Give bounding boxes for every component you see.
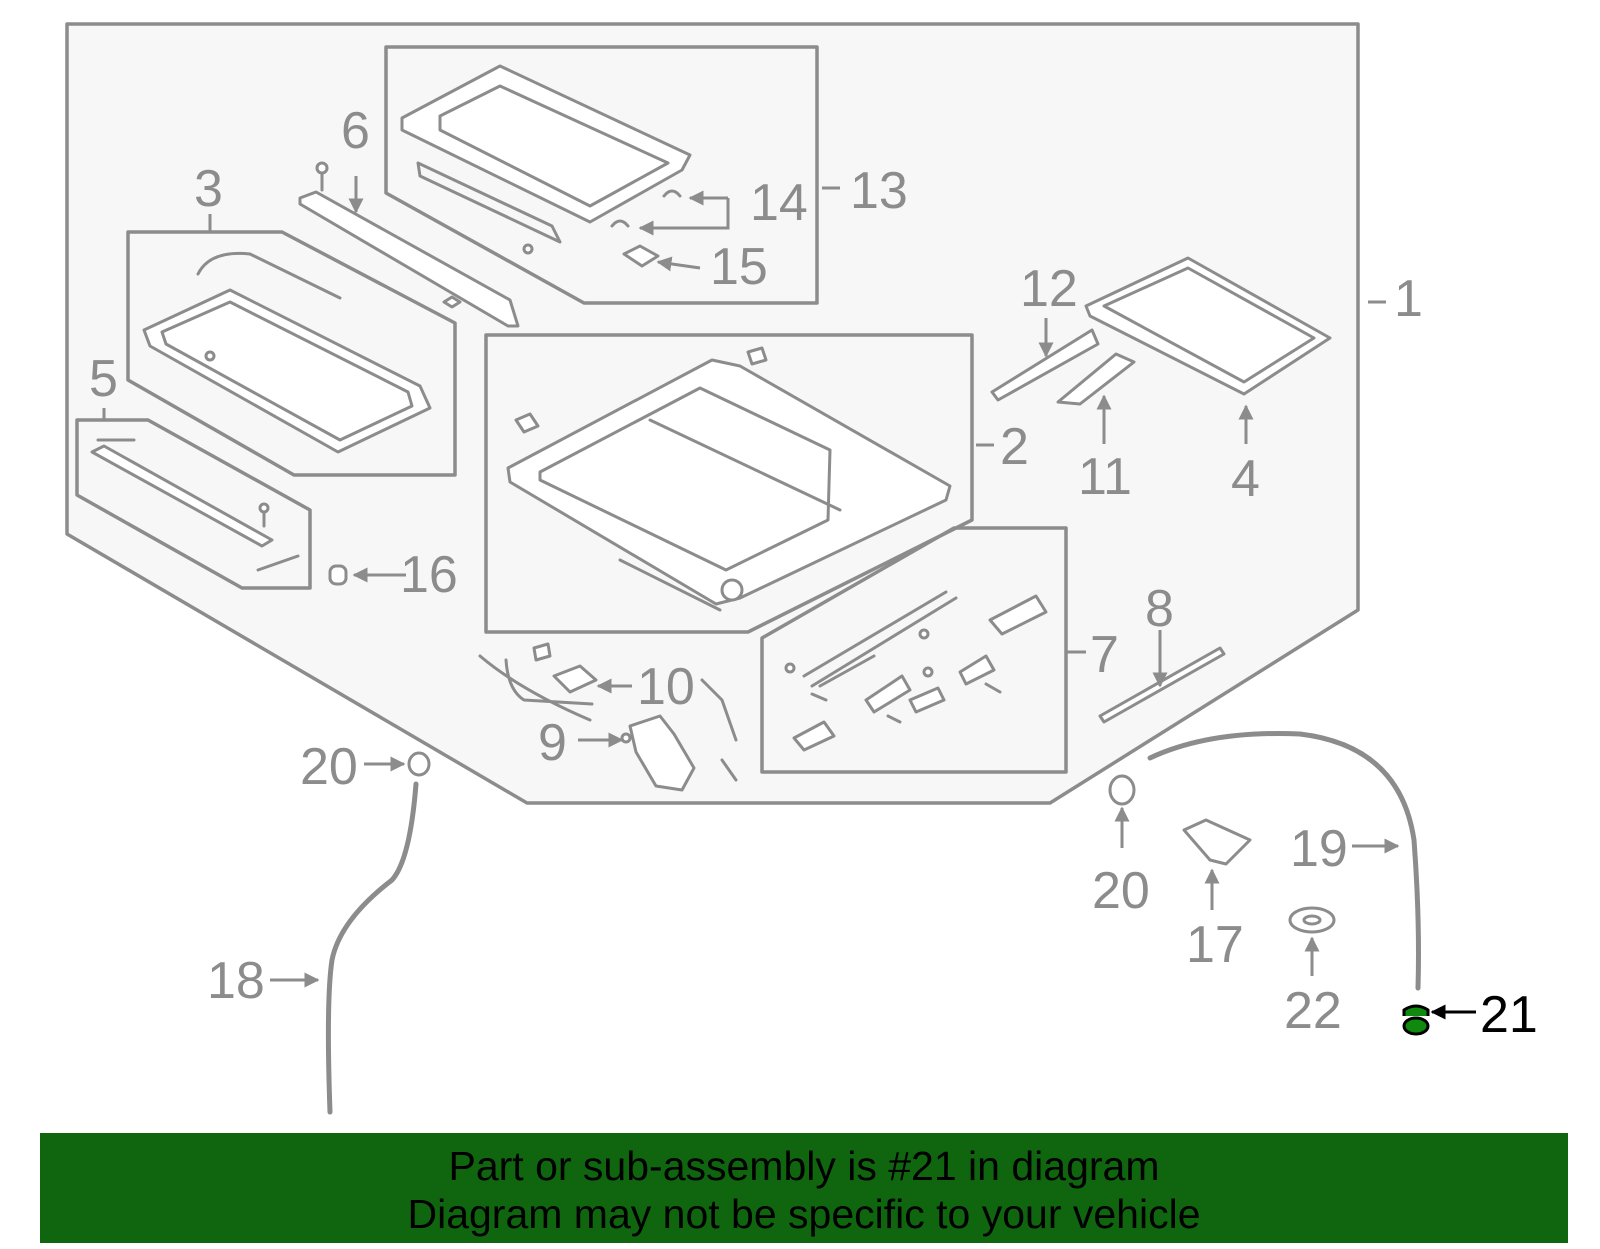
- callout-6: 6: [341, 102, 370, 160]
- callout-15: 15: [710, 238, 768, 296]
- callout-9: 9: [538, 714, 567, 772]
- subassembly-box-13: [384, 45, 819, 305]
- part-19-drain-hose: [1147, 731, 1421, 991]
- callout-16: 16: [400, 546, 458, 604]
- part-12-strip: [990, 328, 1100, 402]
- part-9-motor: [620, 678, 738, 792]
- part-16-bushing: [328, 564, 348, 586]
- callout-10: 10: [637, 658, 695, 716]
- callout-4: 4: [1231, 450, 1260, 508]
- part-3-glass: [142, 251, 432, 454]
- callout-14: 14: [750, 174, 808, 232]
- part-13-panel: [400, 64, 692, 255]
- subassembly-box-2: [484, 333, 974, 634]
- part-18-drain-hose: [325, 781, 419, 1115]
- part-21-highlighted: [1402, 1004, 1430, 1036]
- subassembly-box-7: [760, 526, 1068, 774]
- callout-5: 5: [89, 350, 118, 408]
- part-15-block: [622, 244, 660, 268]
- callout-12: 12: [1020, 260, 1078, 318]
- banner-line-disclaimer: Diagram may not be specific to your vehi…: [407, 1191, 1201, 1237]
- part-17-bracket: [1182, 818, 1252, 866]
- part-14-clips: [610, 189, 682, 228]
- callout-18: 18: [207, 952, 265, 1010]
- callout-8: 8: [1145, 580, 1174, 638]
- callout-22: 22: [1284, 982, 1342, 1040]
- part-7-mechanism: [784, 590, 1048, 752]
- callout-20-left: 20: [300, 738, 358, 796]
- callout-19: 19: [1290, 820, 1348, 878]
- banner-line-part: Part or sub-assembly is #21 in diagram: [448, 1143, 1160, 1189]
- subassembly-box-5: [75, 418, 312, 590]
- leader-lines: [102, 176, 1476, 1020]
- part-5-deflector: [90, 438, 300, 572]
- callout-13: 13: [850, 162, 908, 220]
- part-4-seal: [1084, 256, 1332, 396]
- info-banner: Part or sub-assembly is #21 in diagram D…: [40, 1133, 1568, 1243]
- callout-1: 1: [1394, 270, 1423, 328]
- part-20-drain-cup-left: [407, 751, 431, 777]
- callout-17: 17: [1186, 916, 1244, 974]
- part-6-rail: [298, 161, 520, 328]
- part-11-strip: [1056, 352, 1136, 406]
- callout-21: 21: [1480, 986, 1538, 1044]
- callout-7: 7: [1090, 626, 1119, 684]
- part-10-harness: [478, 642, 598, 722]
- part-2-frame: [506, 346, 952, 612]
- subassembly-box-3: [126, 230, 457, 477]
- part-20-drain-cup-right: [1108, 774, 1136, 806]
- callout-11: 11: [1078, 448, 1132, 506]
- callout-2: 2: [1000, 418, 1029, 476]
- part-22-grommet: [1288, 906, 1336, 934]
- callout-20-right: 20: [1092, 862, 1150, 920]
- callout-3: 3: [194, 160, 223, 218]
